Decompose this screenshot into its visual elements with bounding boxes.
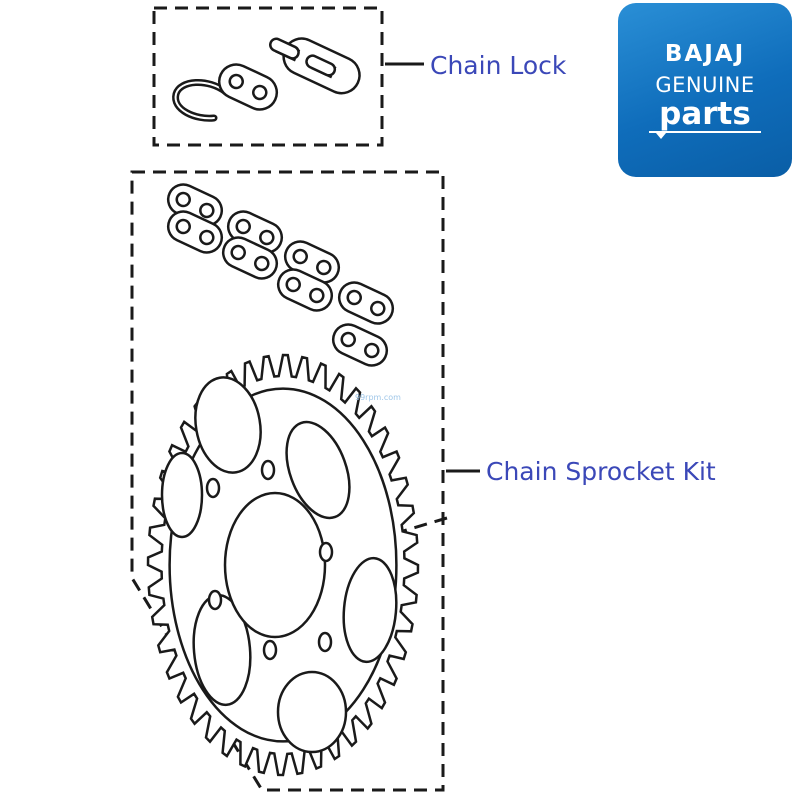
chain-lock-parts xyxy=(172,37,361,122)
logo-underline xyxy=(649,131,761,133)
chain-lock-label: Chain Lock xyxy=(430,51,567,80)
lock-master-link xyxy=(269,37,361,95)
logo-caret-icon xyxy=(656,133,666,139)
sprocket-inner-rim xyxy=(168,387,398,743)
sprocket-bolt-hole xyxy=(317,631,333,653)
watermark-text: 99rpm.com xyxy=(355,393,401,402)
chain-link xyxy=(331,323,389,367)
sprocket-cutout xyxy=(160,451,204,539)
lock-clip-inner xyxy=(174,81,227,120)
sprocket-cutout xyxy=(194,376,262,474)
sprocket-kit-group-box xyxy=(130,170,445,792)
sprocket-cutout xyxy=(285,420,351,520)
sprocket-bolt-hole xyxy=(260,459,276,481)
chain-sprocket-kit-label: Chain Sprocket Kit xyxy=(486,457,716,486)
chain-link xyxy=(276,268,334,312)
sprocket-bolt-hole xyxy=(262,639,278,661)
logo-brand: BAJAJ xyxy=(664,41,746,67)
bajaj-genuine-parts-logo: BAJAJ GENUINE parts xyxy=(618,3,792,177)
sprocket-cutout xyxy=(342,556,398,664)
logo-genuine: GENUINE xyxy=(655,73,755,97)
chain-link xyxy=(166,210,224,254)
chain-links xyxy=(166,183,395,367)
sprocket-center-bore xyxy=(223,491,327,639)
chain-link xyxy=(337,281,395,325)
chain-lock-group-box xyxy=(152,6,384,147)
lock-side-plate xyxy=(217,63,279,111)
rear-sprocket xyxy=(146,353,420,777)
logo-parts: parts xyxy=(659,96,751,132)
sprocket-cutout xyxy=(276,670,348,754)
chain-link xyxy=(221,236,279,280)
sprocket-bolt-hole xyxy=(318,541,334,563)
sprocket-bolt-hole xyxy=(207,589,223,611)
sprocket-bolt-hole xyxy=(205,477,221,499)
